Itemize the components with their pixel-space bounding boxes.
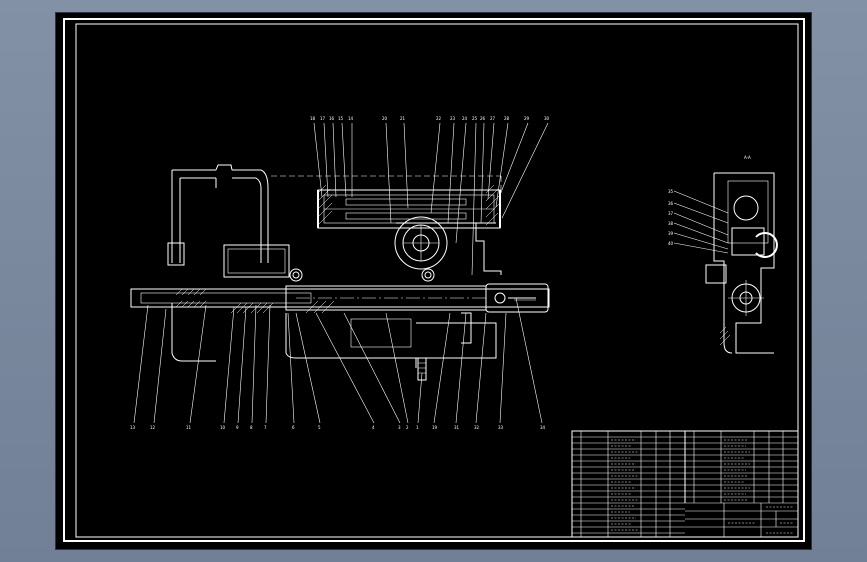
svg-text:25: 25 bbox=[472, 116, 478, 121]
svg-text:36: 36 bbox=[668, 201, 674, 206]
svg-text:9: 9 bbox=[236, 425, 239, 430]
motor-box bbox=[223, 244, 290, 278]
svg-text:10: 10 bbox=[220, 425, 226, 430]
side-section-view: A-A 35 36 37 38 39 40 bbox=[668, 155, 778, 354]
left-bracket bbox=[167, 164, 269, 266]
svg-text:19: 19 bbox=[432, 425, 438, 430]
balloon-labels-top: 18 17 16 15 14 20 21 22 23 24 25 26 27 2… bbox=[310, 116, 550, 121]
svg-text:13: 13 bbox=[130, 425, 136, 430]
svg-text:23: 23 bbox=[450, 116, 456, 121]
parts-list-table bbox=[571, 430, 799, 538]
svg-text:12: 12 bbox=[150, 425, 156, 430]
svg-text:18: 18 bbox=[310, 116, 316, 121]
svg-text:5: 5 bbox=[318, 425, 321, 430]
svg-text:17: 17 bbox=[320, 116, 326, 121]
leader-lines-top bbox=[313, 122, 549, 276]
svg-text:14: 14 bbox=[348, 116, 354, 121]
svg-text:16: 16 bbox=[329, 116, 335, 121]
svg-text:29: 29 bbox=[524, 116, 530, 121]
svg-text:27: 27 bbox=[490, 116, 496, 121]
svg-text:30: 30 bbox=[544, 116, 550, 121]
svg-text:A-A: A-A bbox=[744, 155, 751, 160]
svg-text:7: 7 bbox=[264, 425, 267, 430]
svg-text:20: 20 bbox=[382, 116, 388, 121]
svg-text:15: 15 bbox=[338, 116, 344, 121]
svg-text:32: 32 bbox=[474, 425, 480, 430]
drawing-viewport[interactable]: 18 17 16 15 14 20 21 22 23 24 25 26 27 2… bbox=[56, 13, 811, 549]
svg-text:26: 26 bbox=[480, 116, 486, 121]
svg-text:6: 6 bbox=[292, 425, 295, 430]
balloon-labels-bottom: 13 12 11 10 9 8 7 6 5 4 3 2 1 19 31 32 3… bbox=[130, 425, 546, 430]
gear-housing bbox=[396, 222, 502, 282]
sheet-outer-border bbox=[63, 18, 805, 542]
svg-text:3: 3 bbox=[398, 425, 401, 430]
svg-text:31: 31 bbox=[454, 425, 460, 430]
gear-wheel bbox=[394, 216, 448, 270]
svg-text:38: 38 bbox=[668, 221, 674, 226]
svg-text:34: 34 bbox=[540, 425, 546, 430]
main-assembly-view: 18 17 16 15 14 20 21 22 23 24 25 26 27 2… bbox=[130, 116, 550, 430]
svg-text:21: 21 bbox=[400, 116, 406, 121]
svg-text:37: 37 bbox=[668, 211, 674, 216]
svg-text:2: 2 bbox=[406, 425, 409, 430]
svg-text:8: 8 bbox=[250, 425, 253, 430]
svg-text:1: 1 bbox=[416, 425, 419, 430]
cad-drawing: 18 17 16 15 14 20 21 22 23 24 25 26 27 2… bbox=[63, 18, 805, 542]
svg-text:33: 33 bbox=[498, 425, 504, 430]
svg-text:40: 40 bbox=[668, 241, 674, 246]
svg-text:35: 35 bbox=[668, 189, 674, 194]
svg-text:22: 22 bbox=[436, 116, 442, 121]
sheet-inner-border bbox=[75, 23, 799, 538]
svg-text:4: 4 bbox=[372, 425, 375, 430]
svg-text:11: 11 bbox=[186, 425, 192, 430]
bolt-head bbox=[289, 268, 303, 282]
svg-text:39: 39 bbox=[668, 231, 674, 236]
lower-housing bbox=[171, 303, 497, 381]
upper-cylinder bbox=[317, 184, 501, 229]
svg-text:24: 24 bbox=[462, 116, 468, 121]
svg-text:28: 28 bbox=[504, 116, 510, 121]
main-shaft bbox=[130, 283, 550, 314]
leader-lines-bottom bbox=[133, 297, 543, 424]
